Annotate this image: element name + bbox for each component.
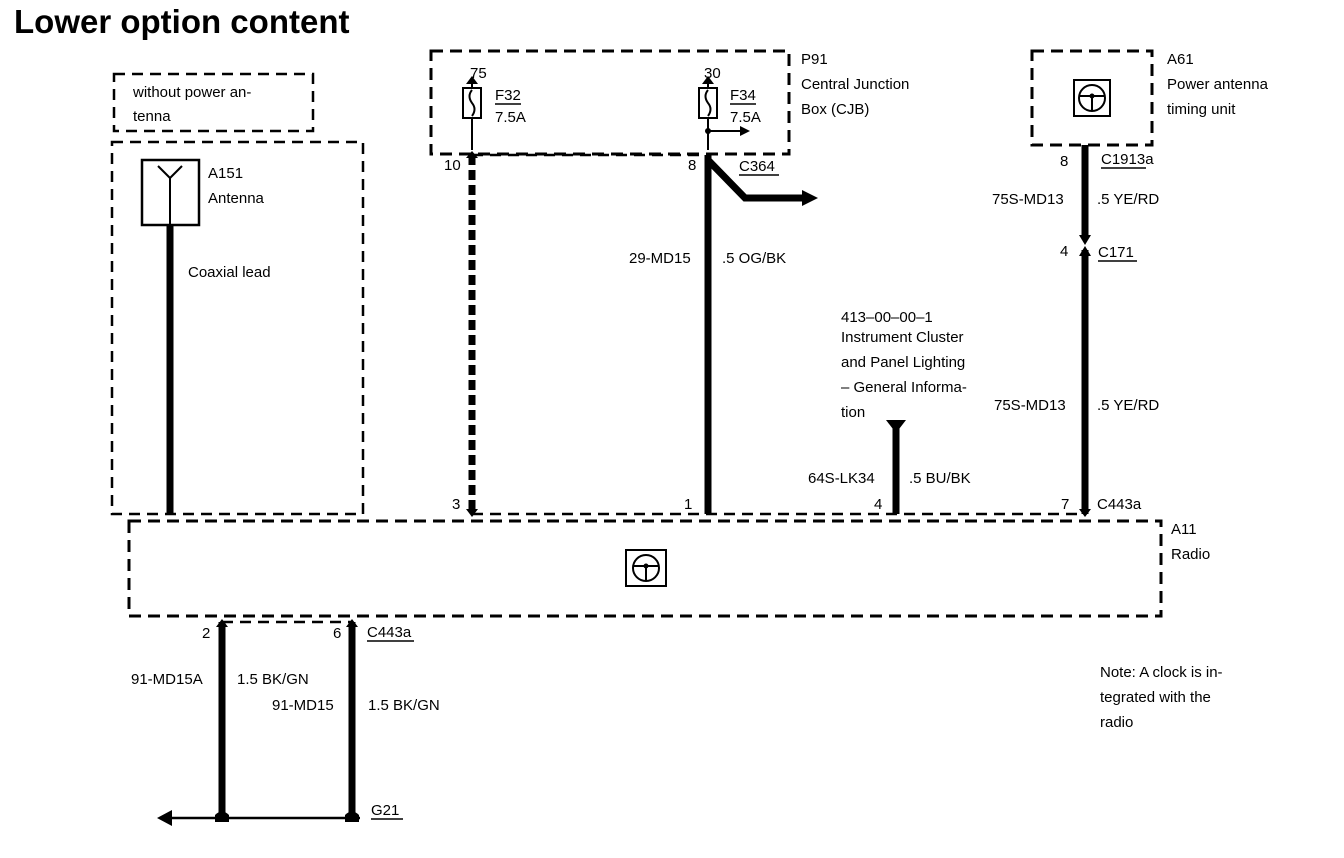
- option-note-box: [112, 72, 315, 133]
- radio-name: Radio: [1171, 546, 1210, 563]
- fuse-f34-rating: 7.5A: [730, 109, 761, 126]
- reference-line4: – General Informa-: [841, 379, 967, 396]
- cjb-box: [429, 49, 791, 156]
- note-line3: radio: [1100, 714, 1133, 731]
- ground-arrow: [157, 810, 172, 826]
- radio-pin-4: 4: [874, 496, 882, 513]
- ground-wire-b-circuit: 91-MD15: [272, 697, 334, 714]
- wire-c364-branch: [705, 157, 805, 202]
- option-note-line1: without power an-: [132, 84, 251, 101]
- coaxial-lead-label: Coaxial lead: [188, 264, 271, 281]
- antenna-name: Antenna: [208, 190, 265, 207]
- wire-75s-lower-color: .5 YE/RD: [1097, 397, 1159, 414]
- connector-c443a-top: C443a: [1097, 496, 1142, 513]
- radio-pin-2: 2: [202, 625, 210, 642]
- radio-icon: [625, 549, 667, 587]
- fuse-f32-rating: 7.5A: [495, 109, 526, 126]
- radio-pin-7: 7: [1061, 496, 1069, 513]
- connector-c171: C171: [1098, 244, 1134, 261]
- radio-pin-1: 1: [684, 496, 692, 513]
- reference-arrow: [886, 420, 906, 433]
- radio-pin-3: 3: [452, 496, 460, 513]
- ground-wire-a-color: 1.5 BK/GN: [237, 671, 309, 688]
- c364-branch-arrow: [802, 190, 818, 206]
- ground-wire-b-color: 1.5 BK/GN: [368, 697, 440, 714]
- ground-wire-a-circuit: 91-MD15A: [131, 671, 203, 688]
- fuse-f32-feed: 75: [470, 65, 487, 82]
- reference-line2: Instrument Cluster: [841, 329, 964, 346]
- ground-bus: [157, 810, 360, 826]
- note-line1: Note: A clock is in-: [1100, 664, 1223, 681]
- connector-c364: C364: [739, 158, 775, 175]
- timing-unit-box: [1030, 49, 1154, 147]
- connector-c443a-bottom: C443a: [367, 624, 412, 641]
- reference-line1: 413–00–00–1: [841, 309, 933, 326]
- reference-line5: tion: [841, 404, 865, 421]
- antenna-id: A151: [208, 165, 243, 182]
- antenna-icon: [157, 165, 183, 224]
- wire-75s-lower-circuit: 75S-MD13: [994, 397, 1066, 414]
- fuse-f34-id: F34: [730, 87, 756, 104]
- timing-unit-name-line2: timing unit: [1167, 101, 1236, 118]
- wire-75s-upper-circuit: 75S-MD13: [992, 191, 1064, 208]
- radio-pin-6: 6: [333, 625, 341, 642]
- wire-75s-upper-color: .5 YE/RD: [1097, 191, 1159, 208]
- note-line2: tegrated with the: [1100, 689, 1211, 706]
- timing-unit-pin: 8: [1060, 153, 1068, 170]
- fuse-f32-element: [468, 89, 476, 117]
- timing-unit-name-line1: Power antenna: [1167, 76, 1269, 93]
- wire-64-color: .5 BU/BK: [909, 470, 971, 487]
- cjb-pin-8: 8: [688, 157, 696, 174]
- reference-line3: and Panel Lighting: [841, 354, 965, 371]
- option-note-line2: tenna: [133, 108, 171, 125]
- fuse-f32-feed-arrow: [466, 76, 478, 84]
- fuse-f34-element: [704, 89, 712, 117]
- cjb-pin-10: 10: [444, 157, 461, 174]
- connector-c1913a: C1913a: [1101, 151, 1154, 168]
- cjb-name-line2: Box (CJB): [801, 101, 869, 118]
- wire-29-circuit: 29-MD15: [629, 250, 691, 267]
- wire-29-color: .5 OG/BK: [722, 250, 786, 267]
- cjb-name-line1: Central Junction: [801, 76, 909, 93]
- cjb-id: P91: [801, 51, 828, 68]
- fuse-f34-branch-arrow: [740, 126, 750, 136]
- timing-unit-icon: [1073, 79, 1111, 117]
- fuse-f32-id: F32: [495, 87, 521, 104]
- antenna-option-box: [110, 140, 365, 516]
- ground-id: G21: [371, 802, 399, 819]
- timing-unit-id: A61: [1167, 51, 1194, 68]
- radio-box: [127, 519, 1163, 618]
- c171-pin: 4: [1060, 243, 1068, 260]
- wire-64-circuit: 64S-LK34: [808, 470, 875, 487]
- fuse-f34-feed-arrow: [702, 76, 714, 84]
- page-title: Lower option content: [14, 3, 349, 40]
- radio-id: A11: [1171, 521, 1197, 538]
